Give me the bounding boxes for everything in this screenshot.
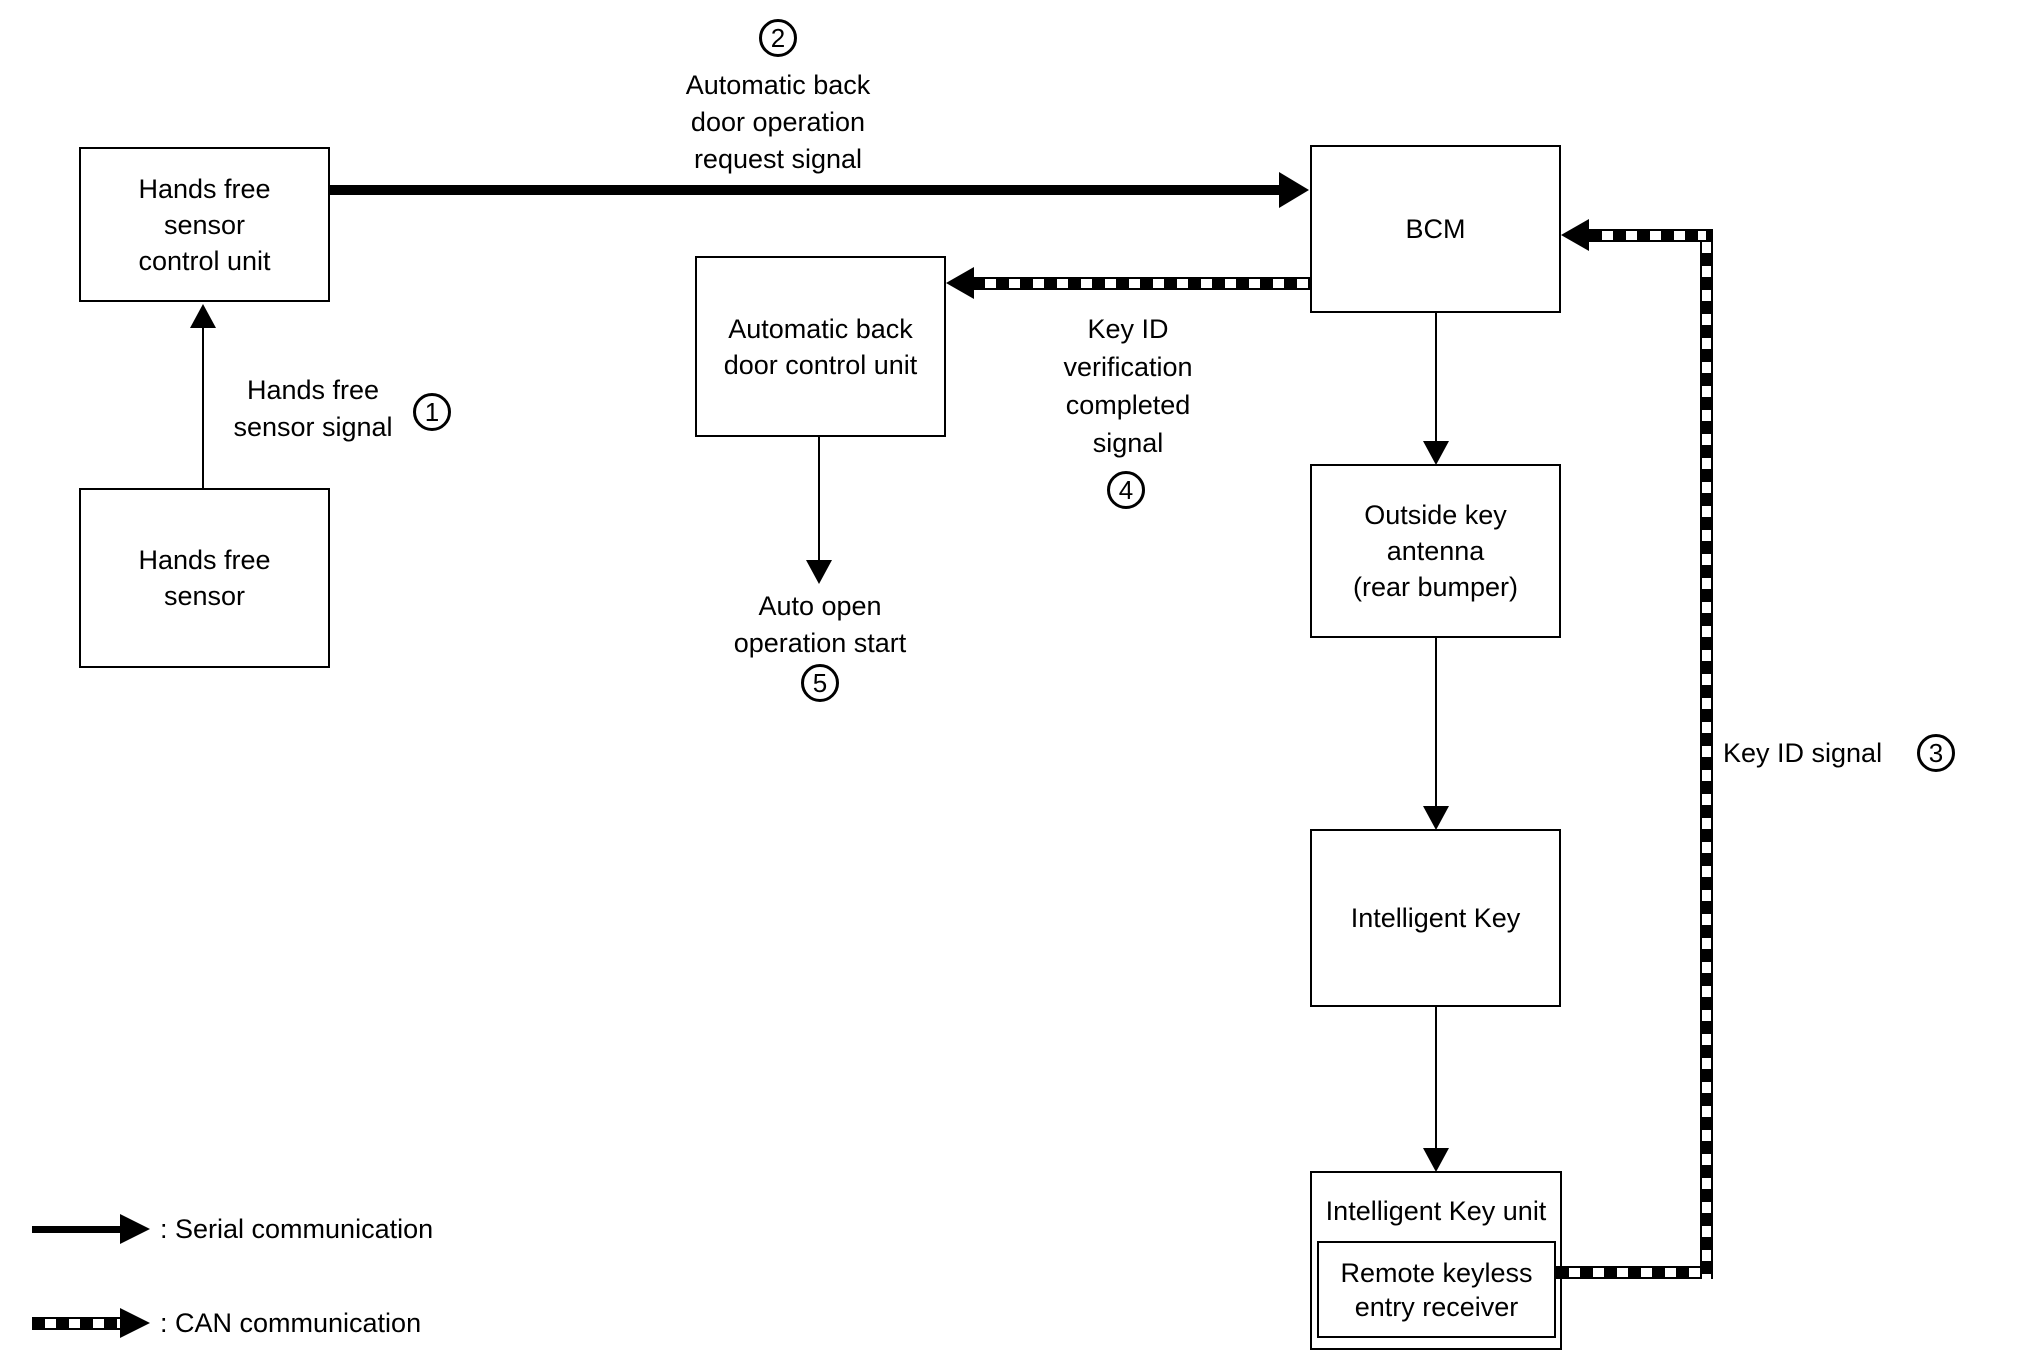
signal-5-label: Auto open operation start [733, 591, 907, 658]
signal-1-number-badge: 1 [413, 393, 451, 431]
arrow-auto-open-line [818, 437, 820, 562]
node-remote-keyless-entry-receiver: Remote keyless entry receiver [1317, 1241, 1556, 1338]
arrow-bcm-to-antenna-line [1435, 313, 1437, 443]
arrow-key-id-verification-head-icon [946, 267, 974, 299]
legend-can-arrow-icon [120, 1308, 150, 1338]
arrow-key-id-signal-bottom-line [1556, 1266, 1713, 1279]
signal-4-number-badge: 4 [1107, 471, 1145, 509]
arrow-request-signal-line [330, 185, 1280, 195]
node-hands-free-sensor: Hands free sensor [79, 488, 330, 668]
arrow-antenna-to-key-line [1435, 638, 1437, 808]
arrow-key-id-verification-line [972, 277, 1310, 290]
legend-serial-label: : Serial communication [160, 1214, 434, 1244]
node-hands-free-sensor-control-unit: Hands free sensor control unit [79, 147, 330, 302]
node-outside-key-antenna: Outside key antenna (rear bumper) [1310, 464, 1561, 638]
arrow-request-signal-head-icon [1279, 172, 1309, 208]
legend-serial-line [32, 1226, 120, 1233]
arrow-key-id-signal-head-icon [1561, 219, 1589, 251]
legend-serial-arrow-icon [120, 1214, 150, 1244]
arrow-sensor-signal-head-icon [190, 304, 216, 328]
node-automatic-back-door-control-unit: Automatic back door control unit [695, 256, 946, 437]
arrow-antenna-to-key-head-icon [1423, 806, 1449, 830]
legend-can-line [32, 1317, 120, 1330]
signal-4-label: Key ID verification completed signal [1063, 314, 1193, 458]
legend-can-label: : CAN communication [160, 1308, 422, 1338]
signal-2-number-badge: 2 [759, 19, 797, 57]
arrow-key-to-unit-head-icon [1423, 1148, 1449, 1172]
arrow-key-id-signal-vertical-line [1700, 229, 1713, 1279]
signal-5-number-badge: 5 [801, 664, 839, 702]
arrow-bcm-to-antenna-head-icon [1423, 441, 1449, 465]
arrow-key-to-unit-line [1435, 1007, 1437, 1150]
signal-3-number-badge: 3 [1917, 734, 1955, 772]
intelligent-key-unit-label: Intelligent Key unit [1325, 1196, 1547, 1226]
signal-2-label: Automatic back door operation request si… [685, 70, 871, 174]
node-bcm: BCM [1310, 145, 1561, 313]
arrow-sensor-signal-line [202, 312, 204, 488]
node-intelligent-key: Intelligent Key [1310, 829, 1561, 1007]
arrow-auto-open-head-icon [806, 560, 832, 584]
node-intelligent-key-unit: Intelligent Key unit Remote keyless entr… [1310, 1171, 1562, 1350]
signal-3-label: Key ID signal [1723, 738, 1883, 768]
arrow-key-id-signal-top-line [1589, 229, 1706, 242]
signal-1-label: Hands free sensor signal [233, 375, 393, 442]
